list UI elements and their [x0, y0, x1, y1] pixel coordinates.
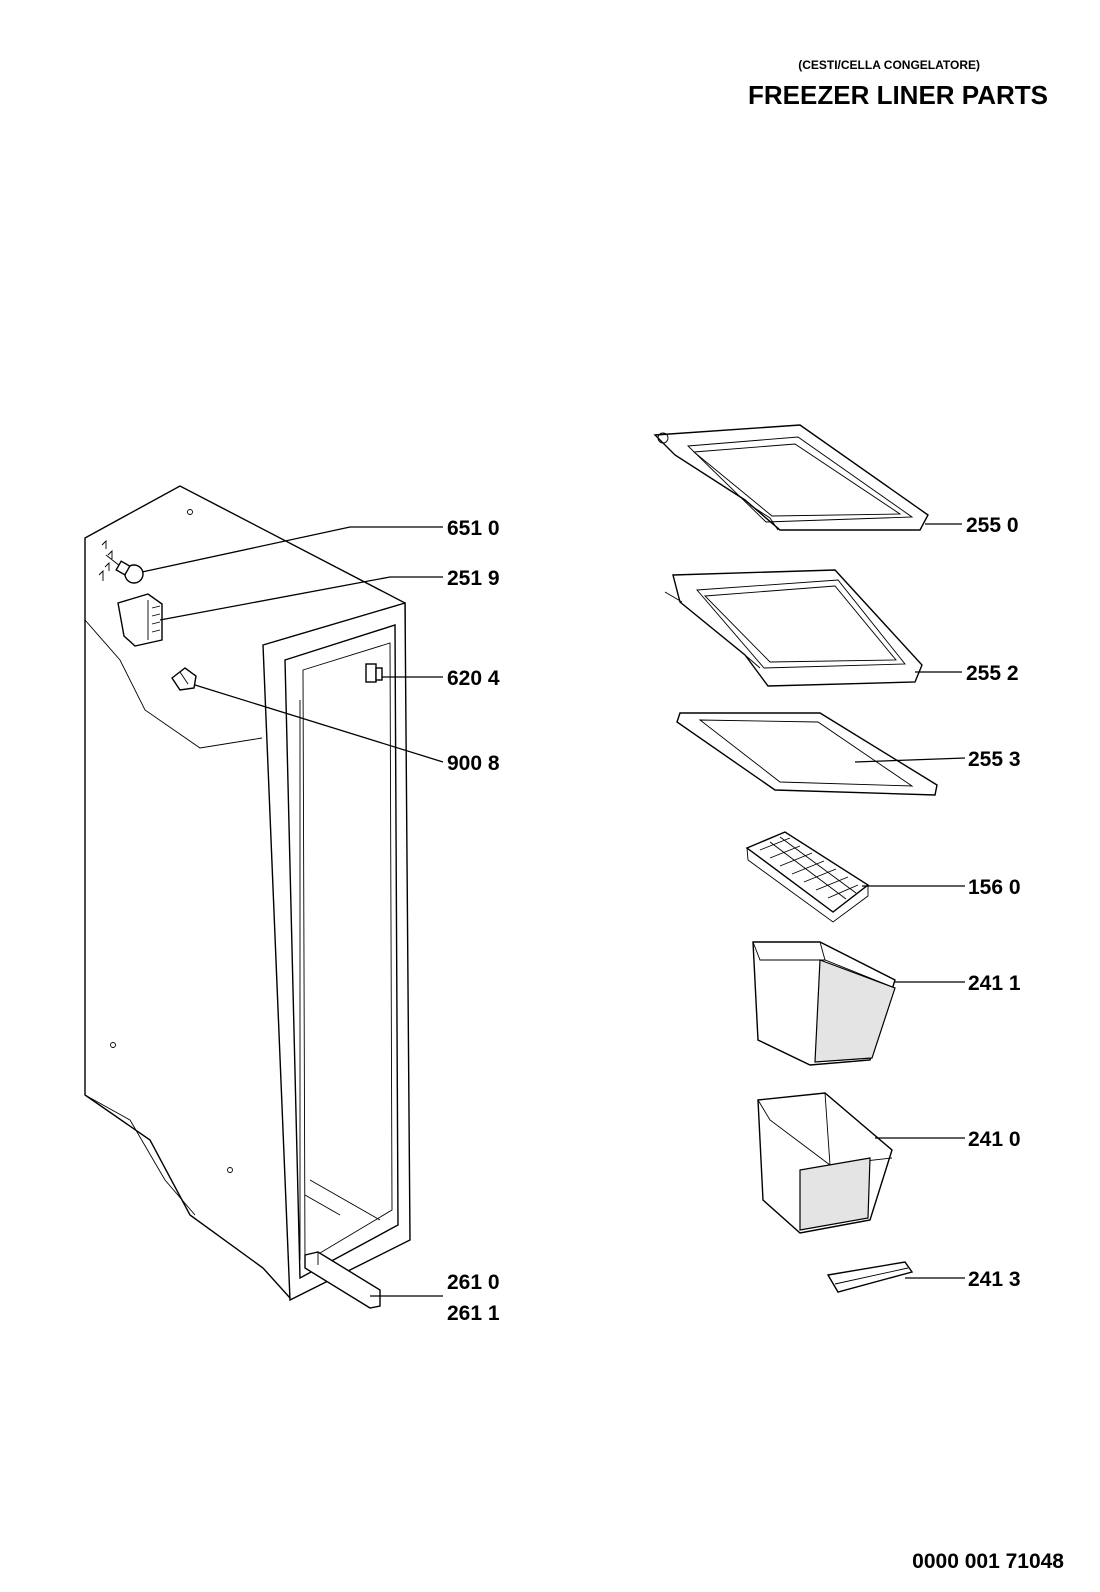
ice-tray-part — [745, 831, 870, 923]
leader-lines — [141, 523, 966, 1297]
label-251-9: 251 9 — [447, 567, 500, 590]
clip-part — [171, 667, 197, 691]
label-651-0: 651 0 — [447, 517, 500, 540]
label-261-1: 261 1 — [447, 1302, 500, 1325]
label-255-2: 255 2 — [966, 662, 1019, 685]
diagram-title: FREEZER LINER PARTS — [748, 80, 1048, 110]
label-620-4: 620 4 — [447, 667, 500, 690]
lamp-bulb-part — [105, 554, 144, 584]
label-261-0: 261 0 — [447, 1271, 500, 1294]
shelf-part-2552 — [664, 569, 923, 687]
document-number: 0000 001 71048 — [912, 1550, 1064, 1573]
lamp-cover-part — [117, 593, 163, 647]
bin-part-2411 — [752, 941, 896, 1066]
freezer-liner-cabinet — [84, 485, 411, 1302]
label-255-0: 255 0 — [966, 514, 1019, 537]
switch-part — [365, 663, 383, 683]
label-156-0: 156 0 — [968, 876, 1021, 899]
clip-part-2413 — [826, 1261, 914, 1293]
bracket-part — [304, 1251, 381, 1309]
diagram-subtitle: (CESTI/CELLA CONGELATORE) — [798, 58, 980, 72]
label-900-8: 900 8 — [447, 752, 500, 775]
label-241-0: 241 0 — [968, 1128, 1021, 1151]
bin-part-2410 — [757, 1092, 893, 1234]
shelf-frame-part-2553 — [676, 712, 938, 796]
shelf-part-2550 — [653, 424, 929, 531]
label-255-3: 255 3 — [968, 748, 1021, 771]
label-241-3: 241 3 — [968, 1268, 1021, 1291]
label-241-1: 241 1 — [968, 972, 1021, 995]
